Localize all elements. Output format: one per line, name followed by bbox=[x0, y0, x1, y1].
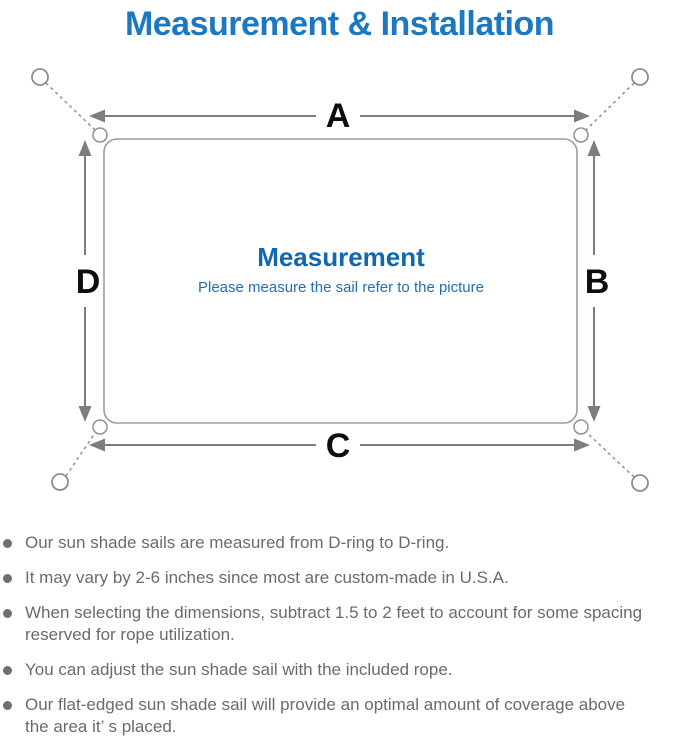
shade-sail bbox=[103, 138, 578, 424]
bullet-text: When selecting the dimensions, subtract … bbox=[25, 603, 643, 622]
arrow-a-head-right bbox=[574, 109, 590, 123]
tether-line-top-right bbox=[584, 82, 635, 132]
bullet-text: It may vary by 2-6 inches since most are… bbox=[25, 568, 509, 587]
corner-d-rings bbox=[92, 127, 589, 435]
list-item: When selecting the dimensions, subtract … bbox=[3, 602, 679, 646]
diagram-center-title: Measurement bbox=[257, 242, 425, 272]
d-ring-top-right bbox=[573, 127, 589, 143]
arrow-b bbox=[587, 140, 601, 422]
anchor-ring-bottom-left bbox=[51, 473, 69, 491]
bullet-lines: It may vary by 2-6 inches since most are… bbox=[25, 567, 509, 589]
list-item: Our flat-edged sun shade sail will provi… bbox=[3, 694, 679, 738]
bullet-dot bbox=[3, 609, 12, 618]
bullet-text: Our flat-edged sun shade sail will provi… bbox=[25, 695, 626, 714]
dimension-label-d: D bbox=[76, 263, 101, 301]
arrow-c-head-left bbox=[89, 438, 105, 452]
arrow-b-head-down bbox=[587, 406, 601, 422]
arrow-c-head-right bbox=[574, 438, 590, 452]
bullet-dot bbox=[3, 539, 12, 548]
bullet-lines: Our sun shade sails are measured from D-… bbox=[25, 532, 449, 554]
list-item: Our sun shade sails are measured from D-… bbox=[3, 532, 679, 554]
arrow-a-head-left bbox=[89, 109, 105, 123]
bullet-text: Our sun shade sails are measured from D-… bbox=[25, 533, 450, 552]
instruction-list: Our sun shade sails are measured from D-… bbox=[0, 532, 679, 738]
dimension-label-c: C bbox=[326, 427, 351, 465]
bullet-lines: You can adjust the sun shade sail with t… bbox=[25, 659, 453, 681]
anchor-ring-top-left bbox=[31, 68, 49, 86]
tether-line-bottom-right bbox=[583, 429, 635, 478]
d-ring-top-left bbox=[92, 127, 108, 143]
tether-line-bottom-left bbox=[65, 429, 98, 477]
arrow-d-head-down bbox=[78, 406, 92, 422]
bullet-dot bbox=[3, 701, 12, 710]
bullet-dot bbox=[3, 574, 12, 583]
list-item: You can adjust the sun shade sail with t… bbox=[3, 659, 679, 681]
measurement-diagram: A C D B Measurement Please measure the s… bbox=[31, 68, 649, 492]
d-ring-bottom-right bbox=[573, 419, 589, 435]
arrow-a bbox=[89, 109, 590, 123]
bullet-dot bbox=[3, 666, 12, 675]
page-title: Measurement & Installation bbox=[124, 5, 555, 43]
tether-line-top-left bbox=[45, 82, 97, 132]
bullet-lines: When selecting the dimensions, subtract … bbox=[25, 602, 642, 646]
dimension-label-a: A bbox=[326, 97, 351, 135]
dimension-label-b: B bbox=[585, 263, 610, 301]
bullet-text: You can adjust the sun shade sail with t… bbox=[25, 660, 453, 679]
diagram-center-subtitle: Please measure the sail refer to the pic… bbox=[198, 279, 484, 296]
bullet-text: reserved for rope utilization. bbox=[25, 625, 235, 644]
arrow-d-head-up bbox=[78, 140, 92, 156]
anchor-ring-top-right bbox=[631, 68, 649, 86]
arrow-b-head-up bbox=[587, 140, 601, 156]
tether-lines bbox=[45, 82, 635, 478]
bullet-text: the area it’ s placed. bbox=[25, 717, 177, 736]
arrow-c bbox=[89, 438, 590, 452]
list-item: It may vary by 2-6 inches since most are… bbox=[3, 567, 679, 589]
anchor-ring-bottom-right bbox=[631, 474, 649, 492]
arrow-d bbox=[78, 140, 92, 422]
bullet-lines: Our flat-edged sun shade sail will provi… bbox=[25, 694, 625, 738]
d-ring-bottom-left bbox=[92, 419, 108, 435]
anchor-rings bbox=[31, 68, 649, 492]
